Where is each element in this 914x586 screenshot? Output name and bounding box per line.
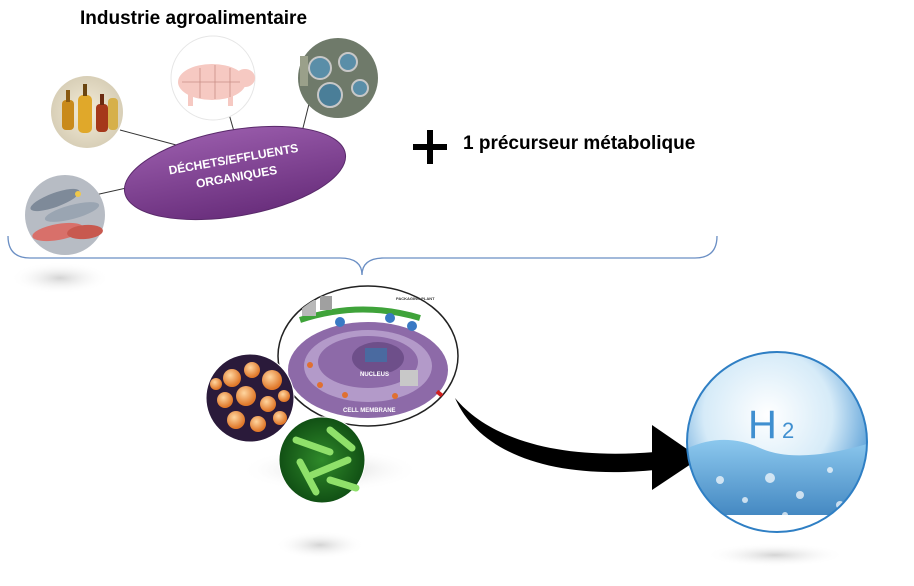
hydrogen-sphere: H 2: [686, 351, 868, 533]
h2-formula-subscript: 2: [782, 418, 794, 443]
green-bacteria-image: [278, 416, 366, 504]
soft-shadow: [705, 543, 845, 567]
soft-shadow: [10, 262, 110, 294]
water-treatment-plant-image: [298, 38, 378, 118]
h2-formula-h: H: [748, 403, 777, 447]
orange-bacteria-image: [205, 353, 295, 443]
production-arrow: [455, 398, 700, 490]
nucleus-label: NUCLEUS: [360, 372, 389, 378]
cell-factory-image: NUCLEUS CELL MEMBRANE PACKAGING PLANT: [277, 285, 459, 427]
pig-meat-image: [170, 35, 256, 121]
waste-ellipse: [123, 125, 347, 221]
diagram-title: Industrie agroalimentaire: [80, 8, 308, 29]
oil-bottles-image: [51, 76, 123, 148]
soft-shadow: [275, 531, 365, 559]
fish-image: [25, 175, 105, 255]
grouping-bracket: [7, 235, 718, 276]
plus-icon: [413, 130, 447, 164]
cell-membrane-label: CELL MEMBRANE: [343, 408, 396, 414]
packaging-plant-label: PACKAGING PLANT: [396, 296, 435, 301]
precursor-label: 1 précurseur métabolique: [463, 133, 696, 154]
